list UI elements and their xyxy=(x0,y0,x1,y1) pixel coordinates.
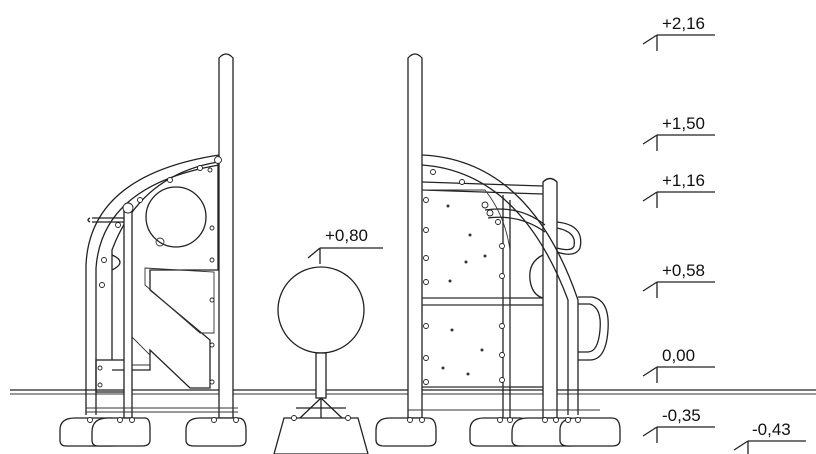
level-label: -0,43 xyxy=(752,420,791,439)
right-footings xyxy=(375,417,621,447)
level-marker-minus-0-35: -0,35 xyxy=(642,406,715,443)
right-climbing-tower xyxy=(407,53,609,419)
level-label: +1,50 xyxy=(662,114,705,133)
level-label: +0,58 xyxy=(662,261,705,280)
level-label: +2,16 xyxy=(662,14,705,33)
level-marker-sphere-top: +0,80 xyxy=(307,226,383,264)
level-marker-plus-0-58: +0,58 xyxy=(642,261,715,298)
level-marker-plus-1-16: +1,16 xyxy=(642,171,715,208)
level-marker-plus-1-50: +1,50 xyxy=(642,114,715,151)
level-label: 0,00 xyxy=(662,346,695,365)
level-label: -0,35 xyxy=(662,406,701,425)
level-marker-plus-2-16: +2,16 xyxy=(642,14,715,51)
level-marker-minus-0-43: -0,43 xyxy=(733,420,806,454)
sphere-level-label: +0,80 xyxy=(325,226,368,245)
level-marker-zero: 0,00 xyxy=(642,346,715,383)
left-footings xyxy=(59,417,247,447)
sphere-element xyxy=(273,266,369,454)
level-label: +1,16 xyxy=(662,171,705,190)
left-climbing-panel xyxy=(85,53,238,419)
